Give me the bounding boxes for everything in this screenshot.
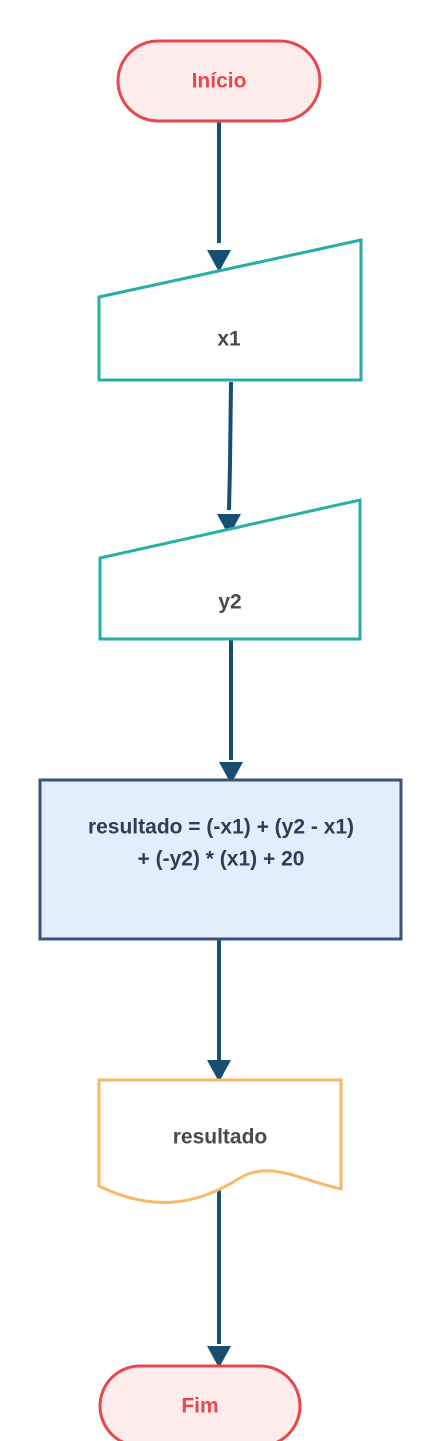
input-x1-shape [97,238,363,382]
end-terminal-shape [98,1364,302,1441]
arrowheads [207,250,243,1368]
process-shape [38,778,403,941]
input-x1-node[interactable]: x1 [97,238,363,382]
arrow-tip-y2 [217,514,241,536]
end-label: Fim [181,1395,218,1418]
connectors [217,122,233,1344]
input-x1-label: x1 [217,328,241,351]
arrow-tip-x1 [207,250,231,272]
input-y2-shape [98,498,362,641]
start-label: Início [192,70,247,93]
output-node[interactable]: resultado [97,1078,343,1204]
end-node[interactable]: Fim [98,1364,302,1441]
arrow-tip-end [207,1346,231,1368]
process-node[interactable]: resultado = (-x1) + (y2 - x1) + (-y2) * … [38,778,403,941]
start-node[interactable]: Início [116,39,322,123]
connector-x1-to-y2 [227,381,233,511]
input-y2-label: y2 [218,591,241,614]
arrow-tip-process [219,762,243,784]
input-y2-node[interactable]: y2 [98,498,362,641]
output-document-shape [97,1078,343,1204]
start-terminal-shape [116,39,322,123]
process-line-2: + (-y2) * (x1) + 20 [138,848,305,871]
process-line-1: resultado = (-x1) + (y2 - x1) [88,816,354,839]
output-label: resultado [173,1126,268,1149]
arrow-tip-output [207,1060,231,1082]
